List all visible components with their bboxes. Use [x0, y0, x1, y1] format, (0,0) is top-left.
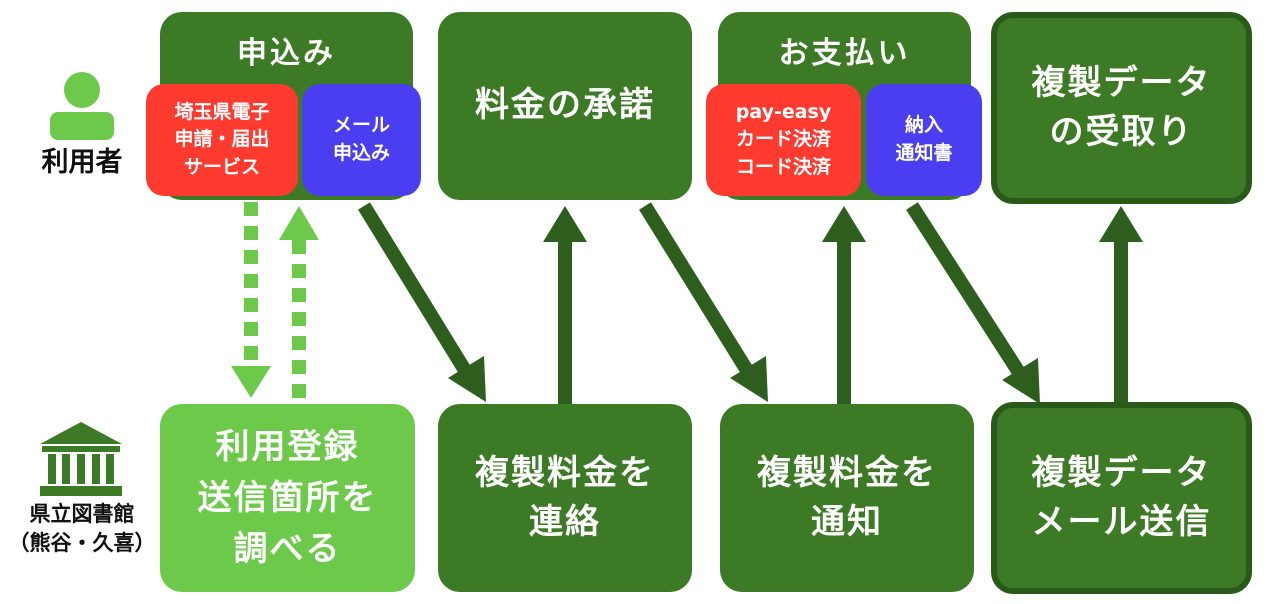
- library-building-icon: [40, 422, 122, 496]
- accept-fee-box[interactable]: 料金の承諾: [438, 12, 692, 200]
- receive-data-box[interactable]: 複製データ の受取り: [991, 12, 1252, 204]
- user-label: 利用者: [41, 147, 123, 178]
- person-icon: [50, 72, 114, 140]
- arrow-accept-to-notify-fee: [639, 202, 768, 402]
- library-label: 県立図書館 （熊谷・久喜）: [8, 502, 156, 556]
- payment-option-invoice[interactable]: 納入 通知書: [866, 84, 982, 196]
- apply-option-e-application[interactable]: 埼玉県電子 申請・届出 サービス: [146, 84, 298, 196]
- send-data-box[interactable]: 複製データ メール送信: [991, 402, 1252, 594]
- payment-title: お支払い: [778, 36, 911, 71]
- arrow-send-data-to-receive: [1099, 206, 1143, 404]
- dashed-arrow-apply-to-register: [231, 202, 271, 398]
- apply-option-email[interactable]: メール 申込み: [302, 84, 421, 196]
- apply-title: 申込み: [237, 36, 336, 71]
- notify-fee-box[interactable]: 複製料金を 通知: [720, 404, 974, 592]
- arrow-notify-fee-to-payment: [822, 206, 866, 404]
- dashed-arrow-register-to-apply: [279, 206, 319, 398]
- register-box[interactable]: 利用登録 送信箇所を 調べる: [160, 404, 415, 592]
- contact-fee-box[interactable]: 複製料金を 連絡: [438, 404, 692, 592]
- arrow-contact-fee-to-accept: [543, 206, 587, 404]
- arrow-apply-to-contact-fee: [358, 202, 486, 402]
- arrow-payment-to-send-data: [906, 202, 1040, 404]
- payment-option-electronic[interactable]: pay-easy カード決済 コード決済: [706, 84, 861, 196]
